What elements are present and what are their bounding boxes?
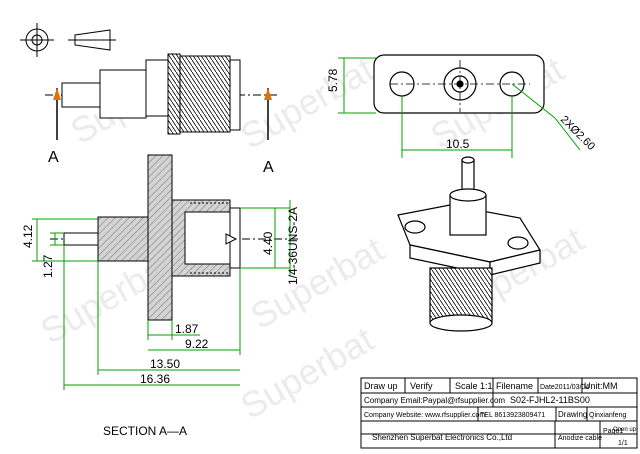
- tb-verify: Verify: [410, 381, 433, 391]
- dim-1-27: 1.27: [41, 254, 55, 278]
- tb-date: Date2011/03/04: [540, 384, 589, 391]
- dim-thread-spec: 1/4-36UNS-2A: [286, 207, 300, 285]
- section-markers: A A: [48, 88, 274, 176]
- tb-filename-label: Filename: [496, 381, 533, 391]
- tb-drawer: Qinxianfeng: [589, 412, 626, 419]
- section-view-dimensions: [32, 200, 291, 390]
- dim-9-22: 9.22: [185, 337, 209, 351]
- dim-1-87: 1.87: [175, 322, 199, 336]
- isometric-view: [397, 156, 541, 332]
- dim-5-78: 5.78: [326, 68, 340, 92]
- tb-unit: Unit:MM: [584, 381, 618, 391]
- watermark: Superbat: [234, 318, 381, 427]
- side-view-connector: [45, 53, 280, 135]
- section-marker-right: A: [263, 159, 274, 176]
- dim-10-5: 10.5: [446, 137, 470, 151]
- dim-16-36: 16.36: [140, 372, 170, 386]
- tb-scale: Scale 1:1: [455, 381, 493, 391]
- projection-symbol: [20, 23, 116, 57]
- tb-drawing-label: Drawing: [558, 410, 587, 419]
- tb-page: Page1: [603, 428, 623, 435]
- tb-open-value: 1/1: [618, 440, 628, 447]
- top-view-dimensions: [338, 57, 581, 158]
- tb-website: Company Website: www.rfsupplier.com: [364, 412, 485, 419]
- tb-open-label: Open up: [613, 427, 637, 433]
- dim-4-40: 4.40: [261, 231, 275, 255]
- tb-tel: TEL 8613923809471: [480, 412, 545, 419]
- tb-draw-up: Draw up: [364, 381, 398, 391]
- tb-filename: S02-FJHL2-11BS00: [510, 395, 590, 405]
- section-marker-left: A: [48, 149, 59, 166]
- flange-top-view: [373, 54, 545, 114]
- section-caption: SECTION A—A: [103, 424, 187, 438]
- title-block-text: Draw up Verify Scale 1:1 Filename Date20…: [364, 381, 637, 447]
- tb-company: Shenzhen Superbat Electronics Co.,Ltd: [372, 433, 512, 442]
- watermark: Superbat: [234, 48, 381, 157]
- title-block: [360, 377, 638, 449]
- dim-4-12: 4.12: [21, 224, 35, 248]
- tb-finish: Anodize cable: [558, 435, 602, 442]
- tb-email: Company Email:Paypal@rfsupplier.com: [364, 396, 505, 405]
- section-view: [50, 154, 300, 321]
- dim-13-50: 13.50: [150, 357, 180, 371]
